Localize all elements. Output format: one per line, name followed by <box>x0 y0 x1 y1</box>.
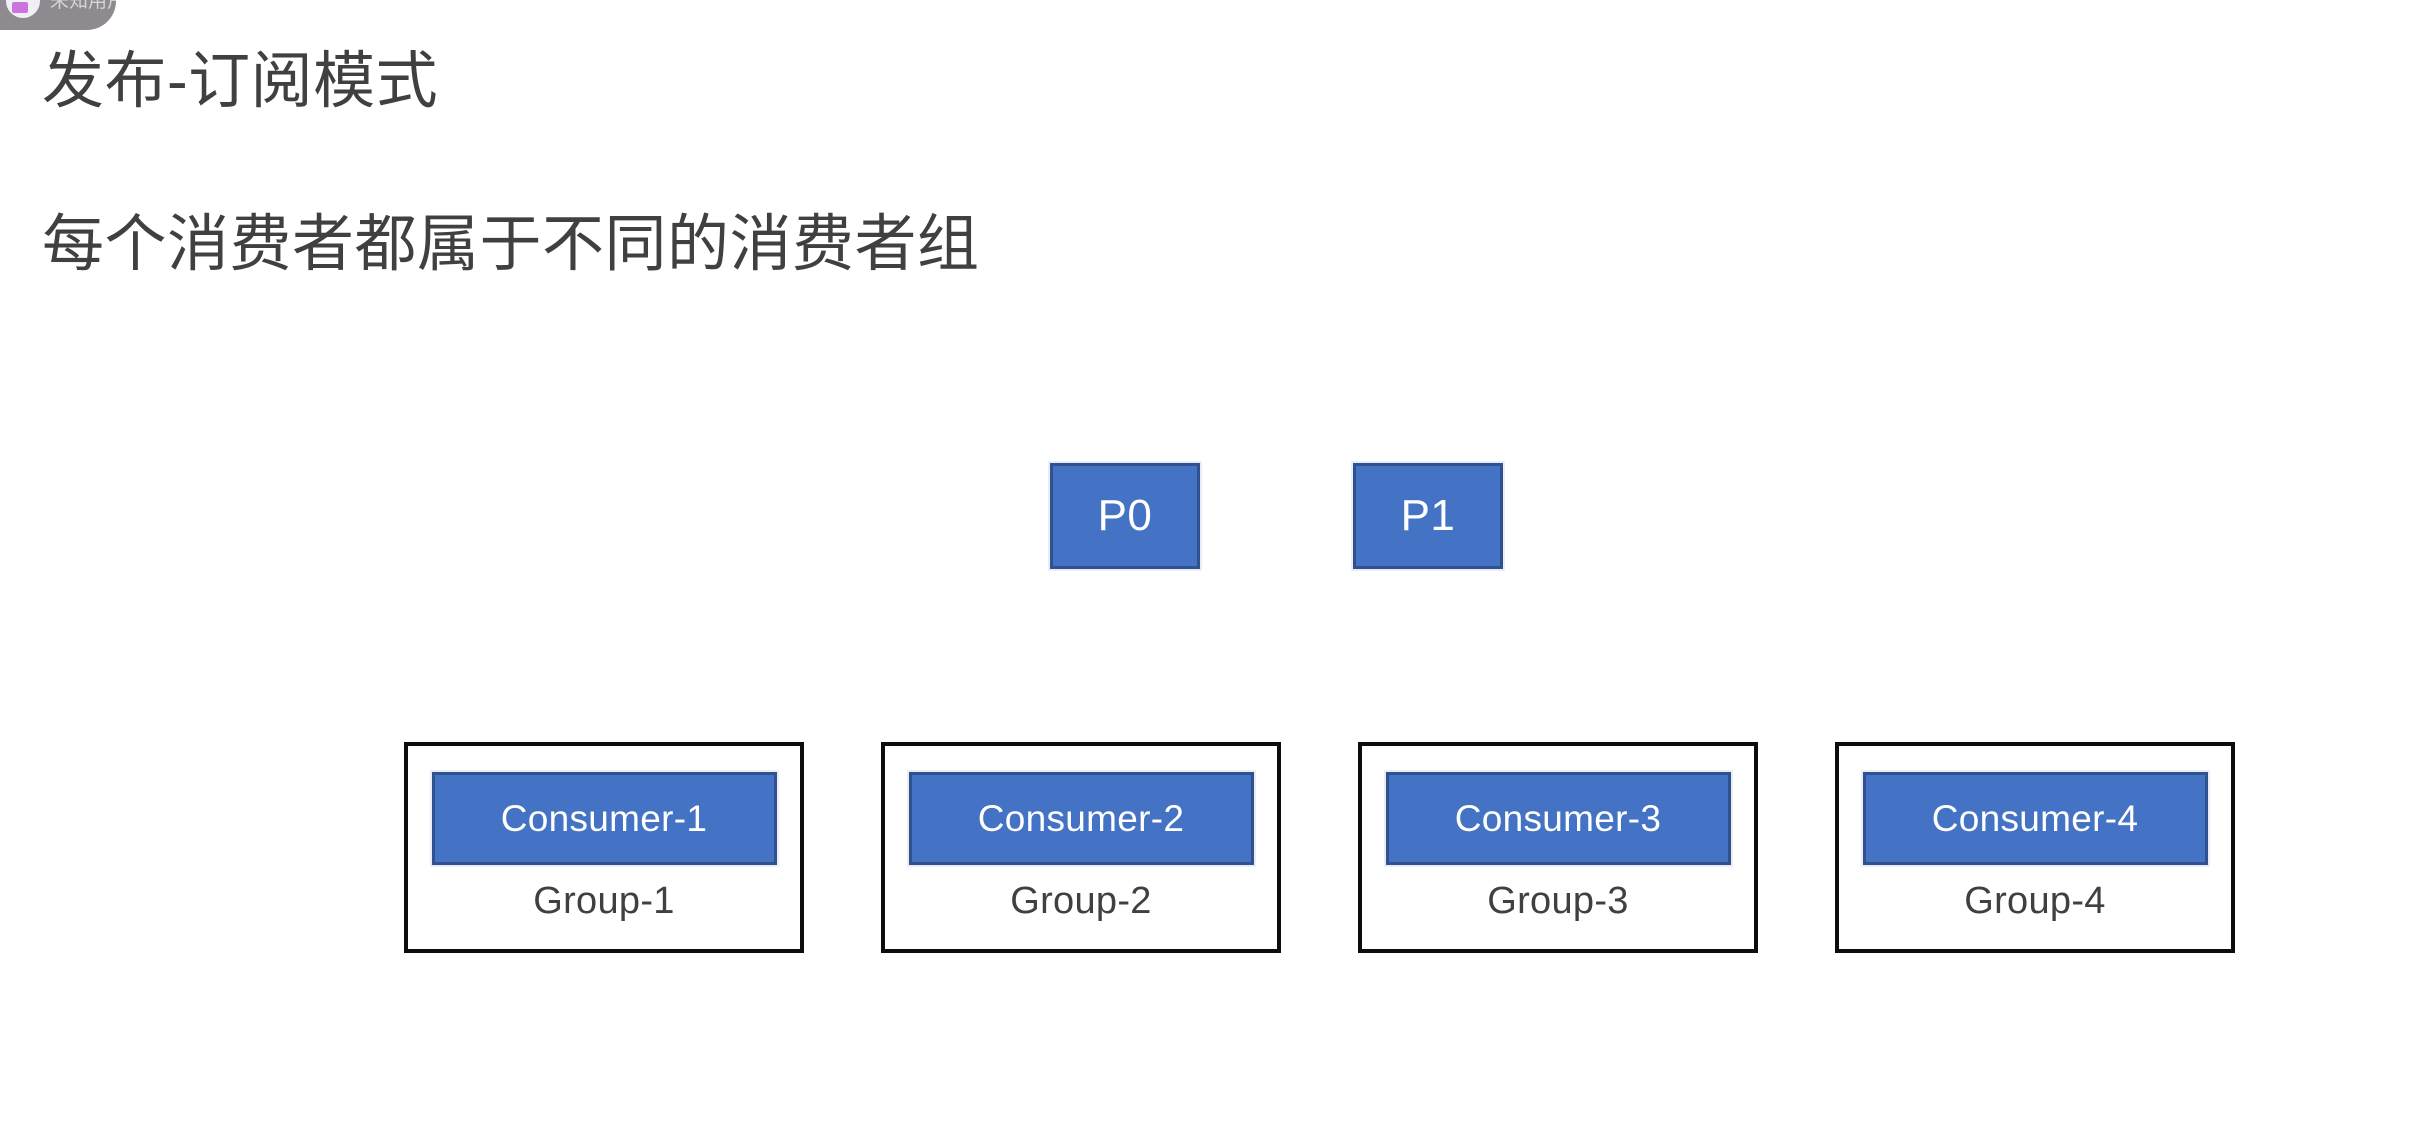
consumer-label: Consumer-4 <box>1931 798 2139 839</box>
partition-row: P0 P1 <box>1050 463 1503 569</box>
consumer-group-1: Consumer-1 Group-1 <box>404 742 804 953</box>
partition-box-p1: P1 <box>1353 463 1503 569</box>
consumer-label: Consumer-3 <box>1454 798 1662 839</box>
consumer-box-3: Consumer-3 <box>1385 772 1731 865</box>
capture-overlay-pill: 未知用户 <box>0 0 116 30</box>
group-label: Group-1 <box>533 880 675 922</box>
consumer-box-2: Consumer-2 <box>908 772 1254 865</box>
overlay-label: 未知用户 <box>50 0 116 12</box>
heading-block: 发布-订阅模式 每个消费者都属于不同的消费者组 <box>42 46 2042 281</box>
group-label: Group-4 <box>1964 880 2106 922</box>
group-label: Group-3 <box>1487 880 1629 922</box>
partition-label: P0 <box>1097 491 1153 540</box>
consumer-label: Consumer-2 <box>977 798 1185 839</box>
consumer-group-2: Consumer-2 Group-2 <box>881 742 1281 953</box>
consumer-group-3: Consumer-3 Group-3 <box>1358 742 1758 953</box>
consumer-box-1: Consumer-1 <box>431 772 777 865</box>
user-avatar-icon <box>6 0 40 18</box>
consumer-group-4: Consumer-4 Group-4 <box>1835 742 2235 953</box>
group-label: Group-2 <box>1010 880 1152 922</box>
page-subtitle: 每个消费者都属于不同的消费者组 <box>42 210 980 280</box>
partition-box-p0: P0 <box>1050 463 1200 569</box>
consumer-group-row: Consumer-1 Group-1 Consumer-2 Group-2 Co… <box>404 742 2235 953</box>
page-title: 发布-订阅模式 <box>42 47 439 116</box>
consumer-label: Consumer-1 <box>500 798 708 839</box>
consumer-box-4: Consumer-4 <box>1862 772 2208 865</box>
partition-label: P1 <box>1400 491 1456 540</box>
